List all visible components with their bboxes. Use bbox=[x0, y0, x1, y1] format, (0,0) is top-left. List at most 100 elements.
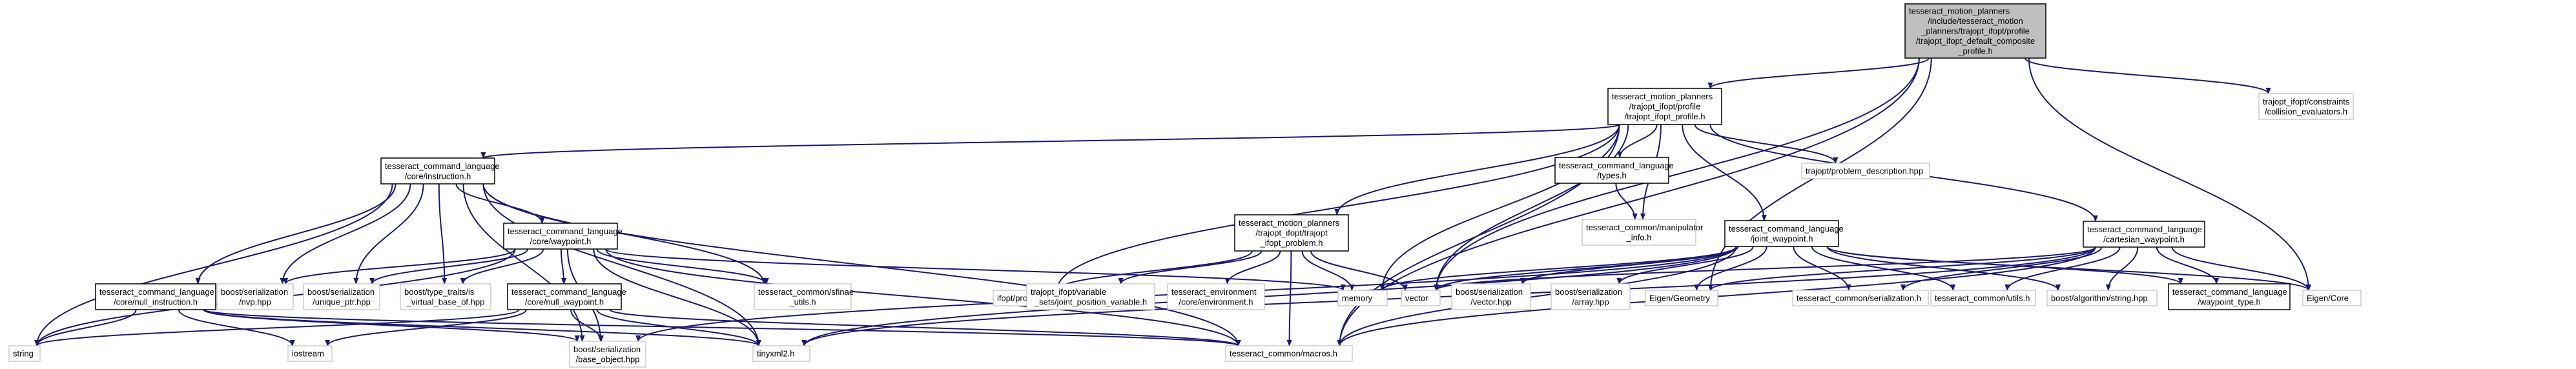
node-box bbox=[1337, 290, 1388, 306]
node-box bbox=[1930, 290, 2036, 306]
node-label-line: boost/serialization bbox=[307, 287, 375, 297]
node-box bbox=[1801, 163, 1930, 179]
node-box bbox=[1792, 290, 1929, 306]
node-cartwp[interactable]: tesseract_command_language/cartesian_way… bbox=[2083, 221, 2205, 248]
node-box bbox=[1645, 290, 1718, 306]
node-label-line: _planners/trajopt_ifopt/profile bbox=[1921, 26, 2030, 36]
node-box bbox=[754, 283, 852, 310]
edge-tifp-to-jointwp bbox=[1682, 124, 1767, 221]
node-label-line: /unique_ptr.hpp bbox=[313, 297, 371, 306]
node-label-line: Eigen/Geometry bbox=[1649, 294, 1710, 303]
edge-instr-to-waypoint bbox=[455, 183, 545, 224]
node-bstr: boost/algorithm/string.hpp bbox=[2046, 290, 2158, 306]
node-label-line: /trajopt_ifopt_profile.h bbox=[1624, 112, 1705, 121]
edge-nullwp-to-iostream bbox=[325, 309, 527, 346]
edge-cartwp-to-tinyxml bbox=[801, 246, 2096, 346]
node-nullinstr[interactable]: tesseract_command_language/core/null_ins… bbox=[95, 283, 216, 310]
node-label-line: tesseract_motion_planners bbox=[1612, 92, 1713, 101]
node-box bbox=[1904, 3, 2046, 59]
edge-instr-to-bobj bbox=[462, 183, 585, 342]
node-label-line: tesseract_command_language bbox=[2172, 287, 2287, 297]
node-vector: vector bbox=[1401, 290, 1441, 306]
node-string: string bbox=[8, 345, 41, 362]
node-label-line: /base_object.hpp bbox=[575, 354, 639, 364]
node-box bbox=[507, 283, 622, 310]
edge-nullwp-to-string bbox=[34, 309, 520, 346]
node-box bbox=[95, 283, 216, 310]
edge-instr-to-macros bbox=[482, 183, 1241, 346]
node-box bbox=[1401, 290, 1441, 306]
edge-jointwp-to-cutils bbox=[1811, 246, 1956, 291]
node-label-line: tinyxml2.h bbox=[757, 349, 795, 359]
node-label-line: _virtual_base_of.hpp bbox=[406, 297, 485, 306]
edge-tiprob-to-vector bbox=[1310, 250, 1408, 291]
node-waypoint[interactable]: tesseract_command_language/core/waypoint… bbox=[503, 223, 623, 250]
edge-cartwp-to-egeom bbox=[1707, 246, 2096, 291]
node-memory: memory bbox=[1337, 290, 1388, 306]
node-ctypes[interactable]: tesseract_command_language/types.h bbox=[1554, 157, 1674, 184]
edge-nullinstr-to-macros bbox=[203, 309, 1241, 346]
node-wptype[interactable]: tesseract_command_language/waypoint_type… bbox=[2168, 283, 2291, 310]
node-jointwp[interactable]: tesseract_command_language/joint_waypoin… bbox=[1724, 220, 1844, 247]
node-label-line: tesseract_common/macros.h bbox=[1230, 349, 1337, 359]
edge-nullinstr-to-tinyxml bbox=[203, 309, 761, 346]
edge-jointwp-to-macros bbox=[1337, 246, 1737, 346]
edge-nullinstr-to-string bbox=[34, 309, 137, 346]
edge-root-to-tifp bbox=[1707, 57, 1930, 89]
node-label-line: /types.h bbox=[1597, 170, 1627, 180]
edge-tifp-to-vector bbox=[1434, 124, 1629, 291]
node-label-line: _info.h bbox=[1625, 232, 1651, 242]
node-probdesc: trajopt/problem_description.hpp bbox=[1801, 163, 1930, 179]
node-box bbox=[1551, 283, 1631, 310]
node-label-line: trajopt/problem_description.hpp bbox=[1806, 166, 1923, 176]
edge-tifp-to-ctypes bbox=[1617, 124, 1658, 158]
node-label-line: tesseract_common/sfinae bbox=[758, 287, 854, 297]
header-nodes: tesseract_motion_planners/include/tesser… bbox=[8, 3, 2362, 368]
node-instr[interactable]: tesseract_command_language/core/instruct… bbox=[380, 157, 500, 184]
edge-tiprob-to-macros bbox=[1286, 250, 1292, 346]
node-label-line: /array.hpp bbox=[1572, 297, 1609, 306]
node-box bbox=[2302, 290, 2362, 306]
node-tiprob[interactable]: tesseract_motion_planners/trajopt_ifopt/… bbox=[1234, 214, 1349, 252]
node-label-line: /cartesian_waypoint.h bbox=[2103, 234, 2185, 244]
node-tinyxml: tinyxml2.h bbox=[752, 345, 810, 362]
node-iostream: iostream bbox=[287, 345, 333, 362]
edge-nullinstr-to-iostream bbox=[178, 309, 295, 346]
node-label-line: tesseract_motion_planners bbox=[1239, 218, 1340, 228]
node-label-line: /waypoint_type.h bbox=[2198, 297, 2261, 306]
node-root[interactable]: tesseract_motion_planners/include/tesser… bbox=[1904, 3, 2046, 59]
node-label-line: boost/serialization bbox=[221, 287, 288, 297]
edge-ctypes-to-manip bbox=[1615, 183, 1638, 220]
node-label-line: /trajopt_ifopt/profile bbox=[1629, 102, 1701, 112]
node-jpv: trajopt_ifopt/variable_sets/joint_positi… bbox=[1026, 283, 1155, 310]
node-label-line: tesseract_command_language bbox=[99, 287, 214, 297]
edge-jointwp-to-bstr bbox=[1826, 246, 2061, 291]
edge-waypoint-to-memory bbox=[605, 248, 1346, 291]
node-nullwp[interactable]: tesseract_command_language/core/null_way… bbox=[507, 283, 626, 310]
node-label-line: boost/serialization bbox=[1555, 287, 1622, 297]
node-label-line: memory bbox=[1342, 294, 1372, 303]
edge-waypoint-to-uptr bbox=[369, 248, 529, 284]
node-box bbox=[2168, 283, 2291, 310]
node-box bbox=[2258, 93, 2354, 120]
node-label-line: /core/null_waypoint.h bbox=[525, 297, 604, 306]
node-box bbox=[503, 223, 618, 250]
node-box bbox=[1554, 157, 1669, 184]
node-tifp[interactable]: tesseract_motion_planners/trajopt_ifopt/… bbox=[1607, 88, 1722, 125]
node-box bbox=[400, 283, 491, 310]
edge-root-to-vector bbox=[1434, 57, 1920, 291]
node-label-line: /core/waypoint.h bbox=[530, 236, 592, 246]
edge-instr-to-string bbox=[34, 183, 393, 346]
node-label-line: tesseract_common/utils.h bbox=[1935, 294, 2030, 303]
node-box bbox=[8, 345, 41, 362]
edge-jointwp-to-tinyxml bbox=[801, 246, 1737, 346]
edge-cartwp-to-wptype bbox=[2156, 246, 2220, 284]
node-label-line: /vector.hpp bbox=[1470, 297, 1512, 306]
node-box bbox=[1724, 220, 1839, 247]
node-nvp: boost/serialization/nvp.hpp bbox=[216, 283, 294, 310]
node-box bbox=[2083, 221, 2205, 248]
node-label-line: tesseract_motion_planners bbox=[1909, 6, 2010, 16]
edge-root-to-colleval bbox=[2024, 57, 2271, 94]
edge-tifp-to-tiprob bbox=[1334, 124, 1620, 215]
